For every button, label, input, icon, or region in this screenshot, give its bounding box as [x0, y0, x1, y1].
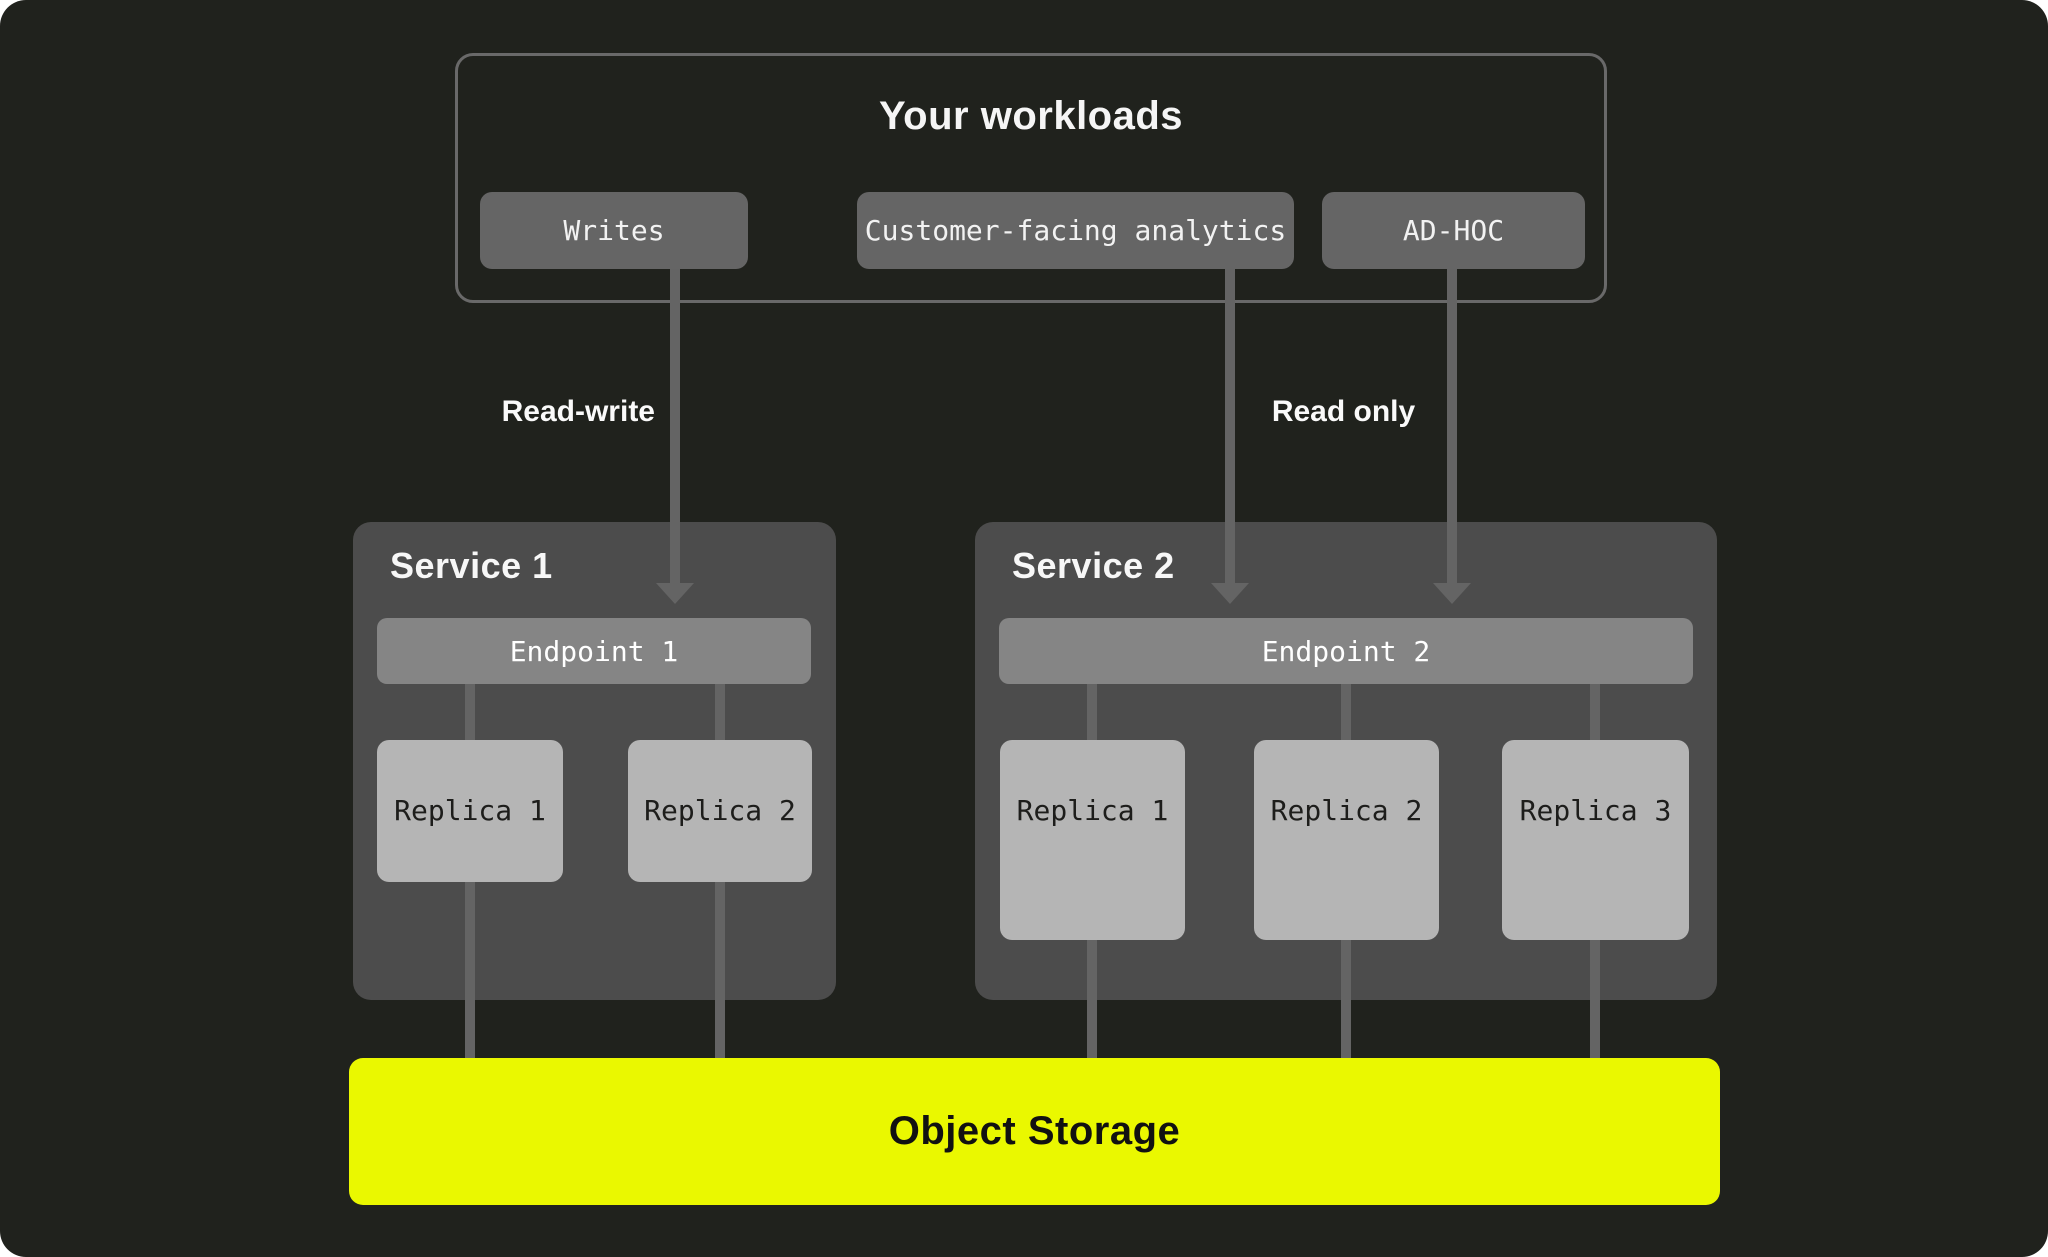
service-1-title: Service 1 — [390, 545, 553, 586]
read-only-label: Read only — [1271, 395, 1416, 428]
replica-box-s2-r1: Replica 1 — [1000, 740, 1185, 940]
replica-box-s1-r2: Replica 2 — [628, 740, 812, 882]
read-write-label: Read-write — [501, 395, 655, 428]
replica-box-s2-r3: Replica 3 — [1502, 740, 1689, 940]
workload-box-analytics: Customer-facing analytics — [857, 192, 1294, 269]
endpoint-2-bar: Endpoint 2 — [999, 618, 1693, 684]
endpoint-1-bar: Endpoint 1 — [377, 618, 811, 684]
object-storage-label: Object Storage — [888, 1109, 1181, 1153]
workloads-title: Your workloads — [878, 94, 1184, 138]
service-2-title: Service 2 — [1012, 545, 1175, 586]
replica-box-s1-r1: Replica 1 — [377, 740, 563, 882]
connector-line-analytics — [1225, 269, 1235, 585]
workload-box-adhoc: AD-HOC — [1322, 192, 1585, 269]
replica-box-s2-r2: Replica 2 — [1254, 740, 1439, 940]
arrow-down-icon — [1211, 583, 1249, 604]
workloads-container — [455, 53, 1607, 303]
arrow-down-icon — [656, 583, 694, 604]
workload-box-writes: Writes — [480, 192, 748, 269]
connector-line-adhoc — [1447, 269, 1457, 585]
connector-line-writes — [670, 269, 680, 585]
object-storage-bar: Object Storage — [349, 1058, 1720, 1205]
arrow-down-icon — [1433, 583, 1471, 604]
